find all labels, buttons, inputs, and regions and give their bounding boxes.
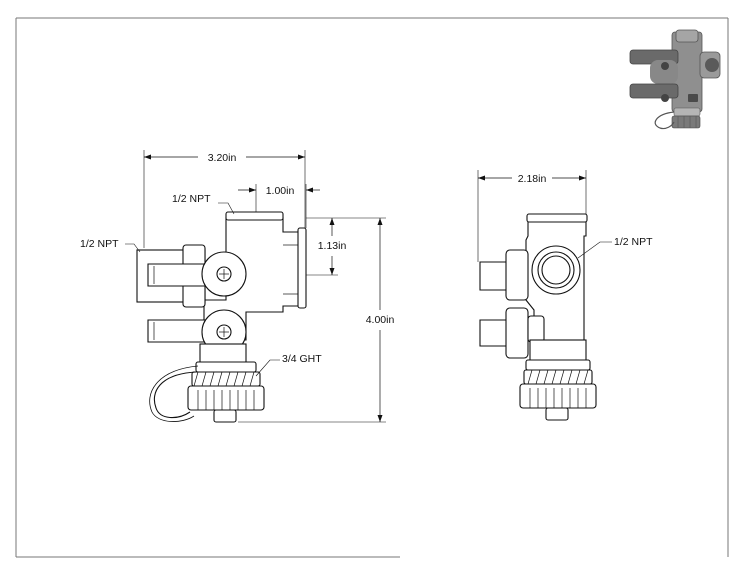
- dim-width-overall: 3.20in: [208, 152, 237, 164]
- callout-top-port: 1/2 NPT: [172, 193, 211, 205]
- side-cap: [519, 383, 597, 421]
- front-view-dimensions: 3.20in 1.00in 1.13in 4.00in: [143, 150, 395, 423]
- dim-outlet-spacing: 1.00in: [266, 185, 295, 197]
- hose-thread: [191, 371, 261, 387]
- dim-outlet-height: 1.13in: [318, 240, 347, 252]
- upper-handle: [147, 263, 206, 287]
- side-view-dimensions: 2.18in 1/2 NPT: [477, 170, 653, 262]
- dim-height-overall: 4.00in: [366, 314, 395, 326]
- hose-cap: [187, 385, 265, 423]
- front-view: [136, 211, 307, 423]
- product-render-image: [629, 29, 721, 130]
- lower-handle: [147, 319, 206, 343]
- callout-left-port: 1/2 NPT: [80, 238, 119, 250]
- side-view: [479, 213, 597, 421]
- cap-tether: [153, 371, 197, 419]
- callout-hose-connection: 3/4 GHT: [282, 353, 322, 365]
- sheet-border: [15, 17, 729, 558]
- top-port: [225, 211, 284, 221]
- front-view-callouts: 1/2 NPT 1/2 NPT 3/4 GHT: [80, 193, 322, 377]
- callout-side-port: 1/2 NPT: [614, 236, 653, 248]
- side-thread: [523, 369, 593, 385]
- dim-side-width: 2.18in: [518, 173, 547, 185]
- right-port: [297, 227, 307, 309]
